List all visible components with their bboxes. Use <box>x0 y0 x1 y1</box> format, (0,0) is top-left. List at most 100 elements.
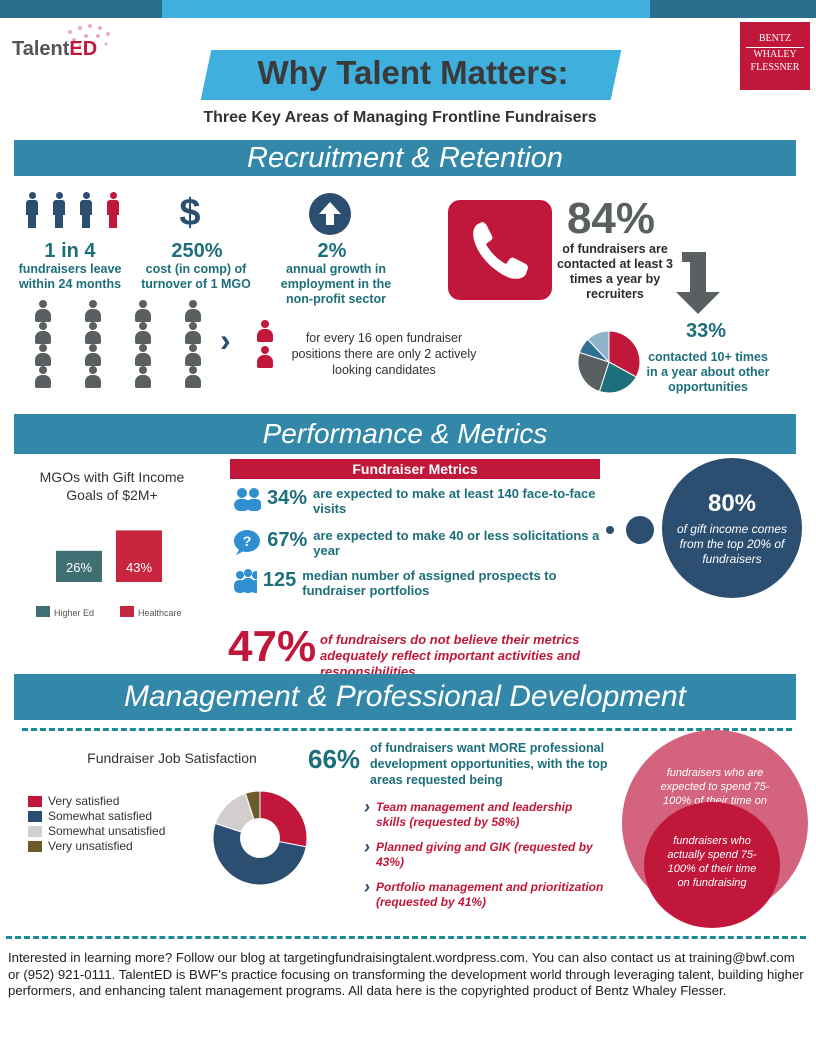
satisfaction-chart-title: Fundraiser Job Satisfaction <box>87 750 257 766</box>
person-icon-highlight <box>107 192 119 228</box>
stat-cost-num: 250% <box>171 240 223 262</box>
crowd-icon <box>234 569 257 593</box>
legend-label: Very unsatisfied <box>48 839 133 853</box>
bwf-line2: WHALEY <box>753 49 797 60</box>
bar-higher-ed <box>56 550 102 582</box>
request-text: Team management and leadership skills (r… <box>376 800 573 829</box>
metric-text: are expected to make at least 140 face-t… <box>312 486 596 516</box>
donut-hole <box>240 818 280 858</box>
person-grey-icon <box>34 322 52 344</box>
svg-text:?: ? <box>243 533 252 549</box>
bar-value-label: 43% <box>126 560 152 575</box>
legend-item: Somewhat satisfied <box>28 809 152 823</box>
pd-text: of fundraisers want MORE professional de… <box>370 741 608 787</box>
person-grey-icon <box>134 322 152 344</box>
legend-swatch <box>28 795 42 807</box>
contact-pie-chart <box>577 330 641 394</box>
stat-recruiters-num: 84% <box>566 194 656 243</box>
metric-num: 34% <box>266 487 307 509</box>
legend-item: Somewhat unsatisfied <box>28 824 165 838</box>
dots-decoration <box>68 24 110 48</box>
person-grey-icon <box>184 322 202 344</box>
metric-text: median number of assigned prospects to f… <box>302 568 557 598</box>
group-icon <box>234 488 261 511</box>
dot-medium <box>626 516 654 544</box>
satisfaction-donut-chart <box>212 790 308 886</box>
legend-item: Very satisfied <box>28 794 119 808</box>
legend-label: Higher Ed <box>54 608 94 618</box>
person-icon <box>26 192 38 228</box>
person-grey-icon <box>184 366 202 388</box>
section-recruitment-header: Recruitment & Retention <box>14 140 796 176</box>
person-grey-icon <box>84 366 102 388</box>
phone-tile <box>448 200 552 300</box>
person-grey-icon <box>134 366 152 388</box>
chevron-right-icon: › <box>220 322 231 358</box>
request-item: › Team management and leadership skills (… <box>364 797 604 830</box>
chevron-right-icon: › <box>364 877 370 897</box>
footer-text: Interested in learning more? Follow our … <box>8 950 804 998</box>
person-icon <box>80 192 92 228</box>
circle-text: of gift income comes from the top 20% of… <box>676 522 788 566</box>
chevron-right-icon: › <box>364 797 370 817</box>
actual-time-circle: fundraisers who actually spend 75-100% o… <box>644 802 780 928</box>
person-grey-icon <box>84 322 102 344</box>
metric-num: 125 <box>262 569 297 591</box>
question-bubble-icon: ? <box>234 530 260 555</box>
candidates-text: for every 16 open fundraiser positions t… <box>291 331 477 377</box>
gift-income-circle: 80% of gift income comes from the top 20… <box>662 458 802 598</box>
request-item: › Planned giving and GIK (requested by 43… <box>364 837 604 870</box>
bwf-line3: FLESSNER <box>750 62 800 73</box>
stat-contacted-text: contacted 10+ times in a year about othe… <box>646 350 770 394</box>
bwf-line1: BENTZ <box>746 32 804 48</box>
pie-slice <box>587 330 610 364</box>
metric-num: 67% <box>267 529 308 551</box>
metric-row: 34% are expected to make at least 140 fa… <box>232 486 602 516</box>
section-performance-header: Performance & Metrics <box>14 414 796 454</box>
stat-growth-num: 2% <box>317 240 347 262</box>
logo-text: Talent <box>12 38 70 60</box>
legend-item: Very unsatisfied <box>28 839 133 853</box>
stat-growth-text: annual growth in employment in the non-p… <box>280 262 392 306</box>
legend-label: Somewhat unsatisfied <box>48 824 166 838</box>
legend-label: Healthcare <box>138 608 182 618</box>
top-stripe <box>0 0 816 18</box>
divider-dashed <box>6 936 806 939</box>
stat-cost-text: cost (in comp) of turnover of 1 MGO <box>141 262 251 291</box>
gift-income-bar-chart: 26% Higher Ed 43% Healthcare <box>36 530 182 618</box>
section-management-header: Management & Professional Development <box>14 674 796 720</box>
callout-text: of fundraisers do not believe their metr… <box>320 632 581 679</box>
divider-dashed <box>22 728 792 731</box>
pie-slice <box>577 351 610 393</box>
person-grey-icon <box>134 300 152 322</box>
person-grey-icon <box>184 300 202 322</box>
legend-swatch <box>120 606 134 617</box>
chevron-right-icon: › <box>364 837 370 857</box>
pie-slice <box>608 330 641 378</box>
stat-turnover-num: 1 in 4 <box>44 240 96 262</box>
person-icon <box>53 192 65 228</box>
circle-num: 80% <box>707 490 757 517</box>
person-red-icon <box>256 320 274 342</box>
bar-healthcare <box>116 530 162 582</box>
legend-swatch <box>36 606 50 617</box>
legend-swatch <box>28 840 42 852</box>
dollar-icon: $ <box>179 192 201 234</box>
legend-swatch <box>28 810 42 822</box>
page-subtitle: Three Key Areas of Managing Frontline Fu… <box>203 109 597 126</box>
person-grey-icon <box>34 300 52 322</box>
phone-icon <box>473 222 528 279</box>
stat-turnover-text: fundraisers leave within 24 months <box>18 262 122 291</box>
bar-value-label: 26% <box>66 560 92 575</box>
person-red-icon <box>256 346 274 368</box>
arrow-down-icon <box>676 252 720 314</box>
request-text: Planned giving and GIK (requested by 43%… <box>376 840 593 869</box>
request-item: ›Portfolio management and prioritization… <box>364 877 604 910</box>
stat-contacted-num: 33% <box>685 320 727 342</box>
dot-small <box>606 526 614 534</box>
pd-num: 66% <box>308 744 361 774</box>
page-title: Why Talent Matters: <box>257 54 569 91</box>
legend-label: Very satisfied <box>48 794 120 808</box>
person-grey-icon <box>34 344 52 366</box>
inner-circle-text: fundraisers who actually spend 75-100% o… <box>667 835 757 889</box>
